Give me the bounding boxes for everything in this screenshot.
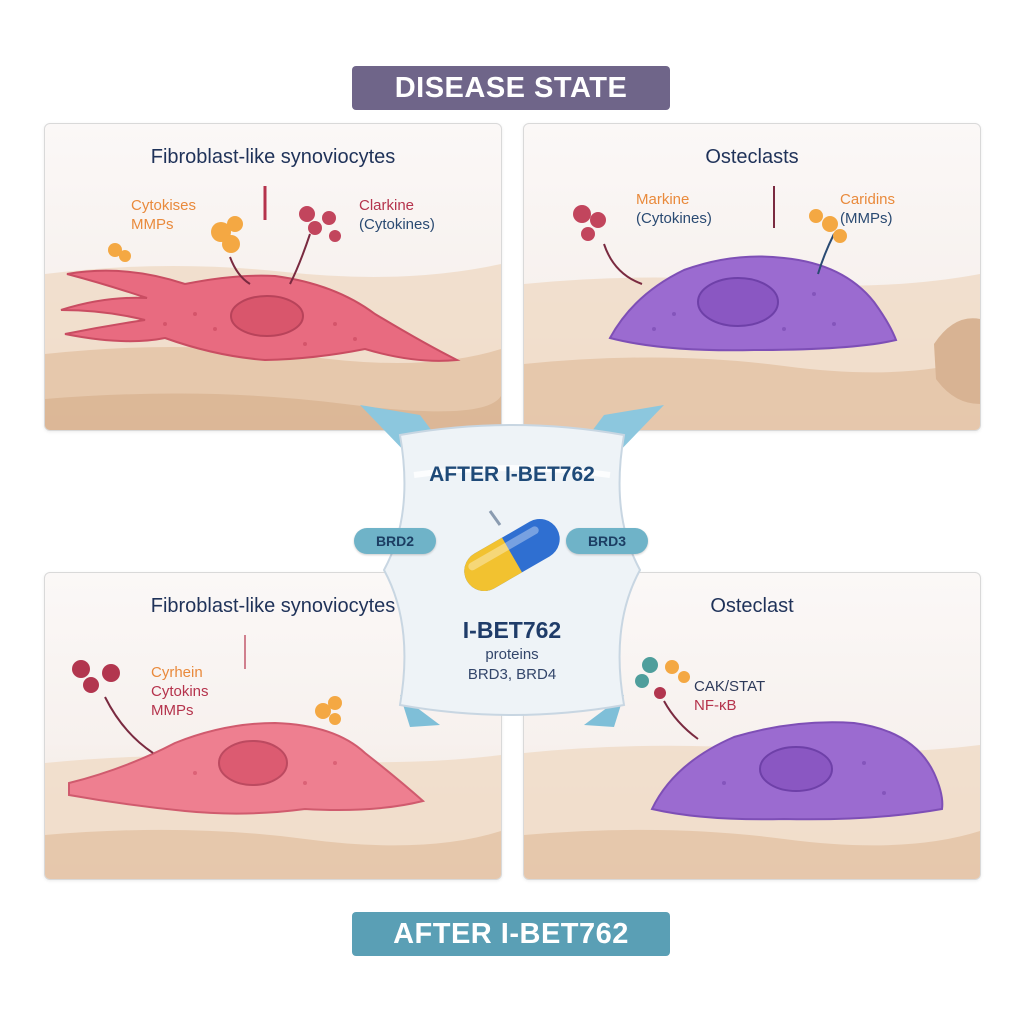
chemokine-label: Clarkine (Cytokines) — [359, 197, 435, 233]
signal-molecule-teal — [635, 657, 658, 688]
drug-target-label: proteins — [485, 646, 539, 663]
osteoclast-nucleus — [697, 277, 779, 327]
cytokine-molecule-red — [573, 205, 606, 241]
osteoclast-nucleus — [759, 746, 833, 792]
cytokine-label: Cytokises MMPs — [131, 197, 197, 233]
brd3-tag: BRD3 — [566, 528, 648, 554]
panel-title: Osteclasts — [705, 146, 799, 168]
drug-target-list: BRD3, BRD4 — [467, 666, 557, 683]
pathway-label: CAK/STAT NF-κB — [694, 678, 766, 714]
mmp-label: Caridins (MMPs) — [840, 191, 896, 227]
cytokine-label: Markine (Cytokines) — [636, 191, 712, 227]
signal-molecule-red — [654, 687, 666, 699]
center-title: AFTER I-BET762 — [429, 463, 595, 486]
disease-state-banner: DISEASE STATE — [352, 66, 670, 110]
cytokine-molecule-red — [299, 206, 341, 242]
panel-osteoclast-disease: Osteclasts Markine (Cytokines) Caridins … — [523, 123, 981, 431]
cytokine-molecule-red — [72, 660, 120, 693]
panel-title: Fibroblast-like synoviocytes — [150, 595, 396, 617]
panel-fibroblast-disease: Fibroblast-like synoviocytes Cytokises M… — [44, 123, 502, 431]
center-medallion: AFTER I-BET762 BRD2 BRD3 I-BET762 protei… — [340, 395, 684, 745]
center-ribbon-illustration — [360, 405, 664, 727]
fibroblast-disease-illustration — [45, 186, 501, 430]
panel-title: Fibroblast-like synoviocytes — [150, 146, 396, 168]
fibroblast-nucleus — [218, 740, 288, 786]
osteoclast-disease-illustration — [524, 186, 980, 430]
fibroblast-nucleus — [230, 295, 304, 337]
capsule-icon — [464, 519, 560, 591]
panel-fibroblast-treated: Fibroblast-like synoviocytes Cyrhein Cyt… — [44, 572, 502, 880]
osteoclast-treated-illustration — [524, 657, 980, 879]
cytokine-molecule-orange — [108, 216, 243, 262]
drug-name: I-BET762 — [462, 617, 562, 643]
signal-molecule-orange — [665, 660, 690, 683]
cytokine-label: Cyrhein Cytokins MMPs — [151, 664, 209, 719]
mmp-molecule-orange — [315, 696, 342, 725]
panel-title: Osteclast — [710, 595, 794, 617]
fibroblast-treated-illustration — [45, 635, 501, 879]
brd2-tag: BRD2 — [354, 528, 436, 554]
after-treatment-banner: AFTER I-BET762 — [352, 912, 670, 956]
mmp-molecule-orange — [809, 209, 847, 243]
